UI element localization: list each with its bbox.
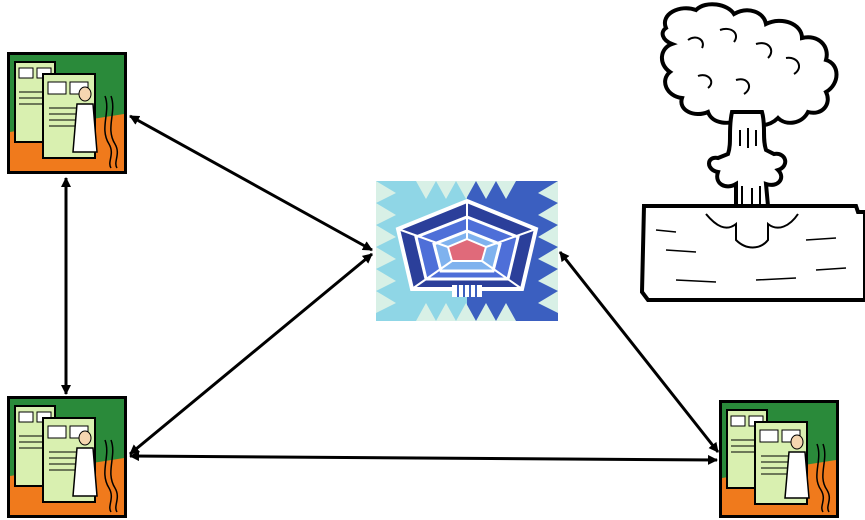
arrow-bottomleft-pentagon [129,252,373,456]
arrow-topleft-pentagon [129,114,373,252]
arrow-bottomright-pentagon [558,251,720,453]
computer-operator-icon [7,52,127,174]
computer-operator-icon [7,396,127,518]
arrow-bottomleft-bottomright [129,451,718,465]
pentagon-building-icon [376,181,558,321]
computer-operator-icon [719,400,839,518]
mushroom-cloud-icon [636,0,865,302]
